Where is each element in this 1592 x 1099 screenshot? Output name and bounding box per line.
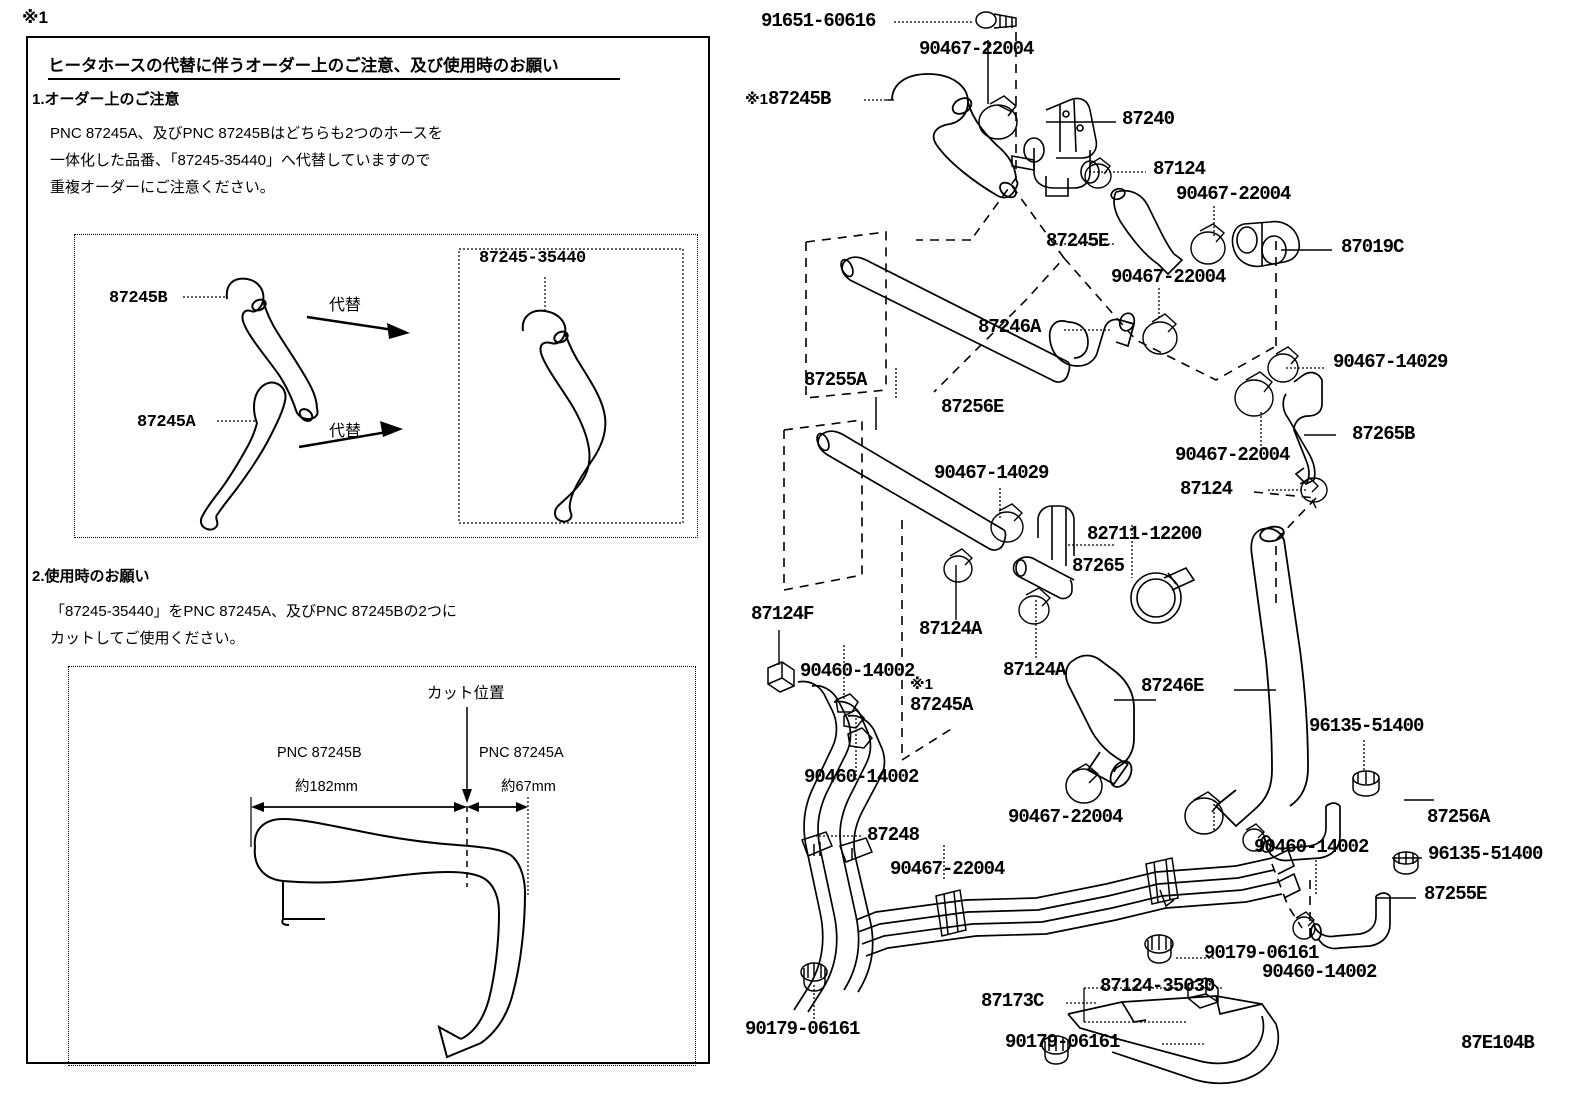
cut-position-figure: カット位置 PNC 87245B 約182mm PNC 87245A 約67mm xyxy=(68,666,696,1066)
arrow-label-1: 代替 xyxy=(329,297,362,314)
part-label-90179-06161-1: 90179-06161 xyxy=(745,1018,860,1040)
part-label-87124A-2: 87124A xyxy=(1003,659,1066,681)
part-label-87256E: 87256E xyxy=(941,396,1004,418)
notice-section1-heading: 1.オーダー上のご注意 xyxy=(32,91,180,108)
part-label-90467-14029-1: 90467-14029 xyxy=(1333,351,1448,373)
part-label-87245A-old: 87245A xyxy=(137,413,196,432)
part-label-96135-51400-2: 96135-51400 xyxy=(1428,843,1543,865)
part-label-87240: 87240 xyxy=(1122,108,1175,130)
part-label-87255E: 87255E xyxy=(1424,883,1487,905)
notice-section1-line-3: 重複オーダーにご注意ください。 xyxy=(50,179,275,196)
parts-drawing xyxy=(767,11,1434,1085)
part-label-87019C: 87019C xyxy=(1341,236,1404,258)
part-label-87246A: 87246A xyxy=(978,316,1041,338)
part-label-87265B: 87265B xyxy=(1352,423,1415,445)
part-label-90467-14029-2: 90467-14029 xyxy=(934,462,1049,484)
notice-section2-line-1: 「87245-35440」をPNC 87245A、及びPNC 87245Bの2つ… xyxy=(50,603,457,620)
part-label-87245E: 87245E xyxy=(1046,230,1109,252)
part-label-87245-35440: 87245-35440 xyxy=(479,249,586,268)
part-label-87124-upper: 87124 xyxy=(1153,158,1206,180)
part-label-91651-60616: 91651-60616 xyxy=(761,10,876,32)
note-ref-87245B: ※1 xyxy=(745,91,768,108)
cut-position-label: カット位置 xyxy=(427,685,505,702)
part-label-87246E: 87246E xyxy=(1141,675,1204,697)
part-label-87248: 87248 xyxy=(867,824,920,846)
replacement-figure: 87245B 87245A 代替 代替 xyxy=(74,234,698,538)
cut-position-drawing xyxy=(250,707,529,1059)
notice-title: ヒータホースの代替に伴うオーダー上のご注意、及び使用時のお願い xyxy=(48,57,559,75)
part-label-90467-22004-5: 90467-22004 xyxy=(1008,806,1123,828)
replacement-figure-drawing xyxy=(183,248,684,531)
part-label-82711-12200: 82711-12200 xyxy=(1087,523,1202,545)
dimension-left-length: 約182mm xyxy=(295,779,358,795)
part-label-87173C: 87173C xyxy=(981,990,1044,1012)
notice-section1-line-1: PNC 87245A、及びPNC 87245Bはどちらも2つのホースを xyxy=(50,125,443,142)
dimension-left-part: PNC 87245B xyxy=(277,745,362,761)
part-label-87124-mid: 87124 xyxy=(1180,478,1233,500)
part-label-90460-14002-4: 90460-14002 xyxy=(1262,961,1377,983)
dimension-right-part: PNC 87245A xyxy=(479,745,564,761)
part-label-90467-22004-3: 90467-22004 xyxy=(1111,266,1226,288)
part-label-87124A-1: 87124A xyxy=(919,618,982,640)
part-label-90179-06161-3: 90179-06161 xyxy=(1005,1031,1120,1053)
notice-section1-line-2: 一体化した品番、「87245-35440」へ代替していますので xyxy=(50,152,431,169)
part-label-90467-22004-top: 90467-22004 xyxy=(919,38,1034,60)
notice-section2-line-2: カットしてご使用ください。 xyxy=(50,630,245,647)
part-label-87124-35030: 87124-35030 xyxy=(1100,975,1215,997)
exploded-parts-diagram: 91651-60616 90467-22004 ※187245B 87240 8… xyxy=(716,0,1592,1099)
part-label-90460-14002-2: 90460-14002 xyxy=(804,766,919,788)
part-label-90467-22004-2: 90467-22004 xyxy=(1176,183,1291,205)
arrow-label-2: 代替 xyxy=(329,423,362,440)
part-label-87256A: 87256A xyxy=(1427,806,1490,828)
notice-section2-heading: 2.使用時のお願い xyxy=(32,568,150,585)
part-label-87124F: 87124F xyxy=(751,603,814,625)
part-label-87245A: 87245A xyxy=(910,694,973,716)
part-label-87255A: 87255A xyxy=(804,369,867,391)
part-label-90467-22004-4: 90467-22004 xyxy=(1175,444,1290,466)
part-label-96135-51400-1: 96135-51400 xyxy=(1309,715,1424,737)
part-label-87265: 87265 xyxy=(1072,555,1125,577)
part-label-90179-06161-2: 90179-06161 xyxy=(1204,942,1319,964)
notice-marker: ※1 xyxy=(22,8,48,27)
diagram-code: 87E104B xyxy=(1461,1032,1535,1054)
dimension-right-length: 約67mm xyxy=(501,779,556,795)
part-label-90460-14002-1: 90460-14002 xyxy=(800,660,915,682)
part-label-87245B-old: 87245B xyxy=(109,289,168,308)
part-label-90467-22004-6: 90467-22004 xyxy=(890,858,1005,880)
notice-panel: ヒータホースの代替に伴うオーダー上のご注意、及び使用時のお願い 1.オーダー上の… xyxy=(26,36,710,1066)
part-label-87245B: 87245B xyxy=(767,88,831,110)
note-ref-87245A: ※1 xyxy=(910,676,933,693)
part-label-90460-14002-3: 90460-14002 xyxy=(1254,836,1369,858)
